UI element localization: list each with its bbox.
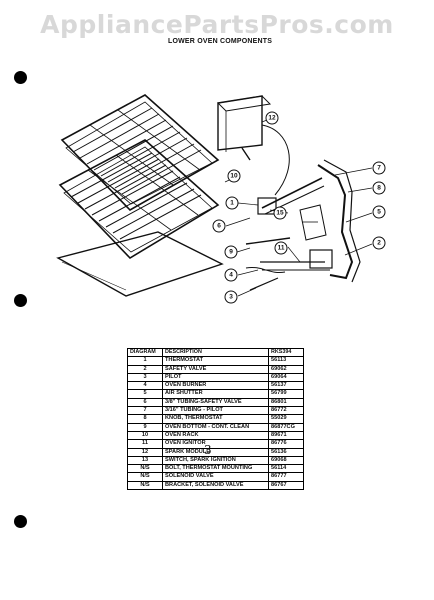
callout-2: 2 — [377, 240, 381, 247]
cell-description: SPARK MODULE — [162, 447, 269, 457]
cell-description: KNOB, THERMOSTAT — [162, 414, 269, 424]
cell-description: OVEN BOTTOM - CONT. CLEAN — [162, 422, 269, 432]
cell-diagram: 3 — [127, 372, 163, 383]
oven-bottom-panel — [56, 231, 224, 297]
cell-part-number: 56799 — [268, 389, 304, 399]
cell-part-number: 56114 — [268, 464, 304, 474]
cell-diagram: 10 — [127, 430, 163, 441]
callout-1: 1 — [230, 200, 234, 207]
callout-5: 5 — [377, 209, 381, 216]
cell-description: OVEN BURNER — [162, 381, 269, 391]
cell-description: OVEN IGNITOR — [162, 439, 269, 449]
cell-part-number: 86776 — [268, 439, 304, 449]
cell-diagram: N/S — [127, 472, 163, 482]
header-part-number: RKS394 — [268, 347, 304, 358]
cell-part-number: 86767 — [268, 480, 304, 491]
callout-6: 6 — [217, 223, 221, 230]
cell-description: BRACKET, SOLENOID VALVE — [162, 480, 269, 491]
cell-part-number: 69068 — [268, 455, 304, 466]
cell-part-number: 86801 — [268, 397, 304, 408]
cell-description: AIR SHUTTER — [162, 389, 269, 399]
watermark-text: AppliancePartsPros.com — [40, 10, 394, 39]
callout-7: 7 — [377, 165, 381, 172]
binder-hole-top — [14, 71, 27, 84]
cell-description: SWITCH, SPARK IGNITION — [162, 455, 269, 466]
cell-description: BOLT, THERMOSTAT MOUNTING — [162, 464, 269, 474]
cell-diagram: 7 — [127, 406, 163, 416]
cell-diagram: 1 — [127, 356, 163, 366]
callout-9: 9 — [229, 249, 233, 256]
cell-diagram: 6 — [127, 397, 163, 408]
cell-diagram: 4 — [127, 381, 163, 391]
callout-15: 15 — [276, 210, 284, 217]
binder-hole-middle — [14, 294, 27, 307]
cell-description: 3/16" TUBING - PILOT — [162, 406, 269, 416]
cell-diagram: N/S — [127, 464, 163, 474]
callout-8: 8 — [377, 185, 381, 192]
binder-hole-bottom — [14, 515, 27, 528]
cell-part-number: 55029 — [268, 414, 304, 424]
cell-diagram: N/S — [127, 480, 163, 491]
callout-10: 10 — [230, 173, 238, 180]
cell-diagram: 9 — [127, 422, 163, 432]
cell-diagram: 8 — [127, 414, 163, 424]
cell-description: OVEN RACK — [162, 430, 269, 441]
cell-diagram: 12 — [127, 447, 163, 457]
spark-module — [216, 95, 290, 196]
cell-part-number: 69062 — [268, 364, 304, 374]
table-header-row: DIAGRAM DESCRIPTION RKS394 — [127, 347, 304, 358]
cell-part-number: 56136 — [268, 447, 304, 457]
cell-part-number: 86877CG — [268, 422, 304, 432]
cell-description: 3/8" TUBING-SAFETY VALVE — [162, 397, 269, 408]
cell-description: SAFETY VALVE — [162, 364, 269, 374]
callout-11: 11 — [278, 245, 285, 252]
callout-3: 3 — [229, 294, 233, 301]
cell-diagram: 5 — [127, 389, 163, 399]
cell-description: THERMOSTAT — [162, 356, 269, 366]
cell-part-number: 56113 — [268, 356, 304, 366]
burner-assembly — [245, 159, 361, 291]
cell-part-number: 86777 — [268, 472, 304, 482]
cell-description: SOLENOID VALVE — [162, 472, 269, 482]
cell-description: PILOT — [162, 372, 269, 383]
cell-part-number: 86772 — [268, 406, 304, 416]
cell-part-number: 89671 — [268, 430, 304, 441]
header-diagram: DIAGRAM — [127, 347, 163, 358]
oven-rack-lower — [58, 139, 220, 260]
page-mark: 3 — [204, 443, 212, 457]
callout-4: 4 — [229, 272, 233, 279]
callout-12: 12 — [268, 115, 276, 122]
cell-diagram: 13 — [127, 455, 163, 466]
cell-diagram: 2 — [127, 364, 163, 374]
header-description: DESCRIPTION — [162, 347, 269, 358]
cell-part-number: 69064 — [268, 372, 304, 383]
cell-part-number: 56137 — [268, 381, 304, 391]
cell-diagram: 11 — [127, 439, 163, 449]
diagram-title: LOWER OVEN COMPONENTS — [168, 38, 273, 45]
oven-rack-upper — [60, 94, 220, 212]
